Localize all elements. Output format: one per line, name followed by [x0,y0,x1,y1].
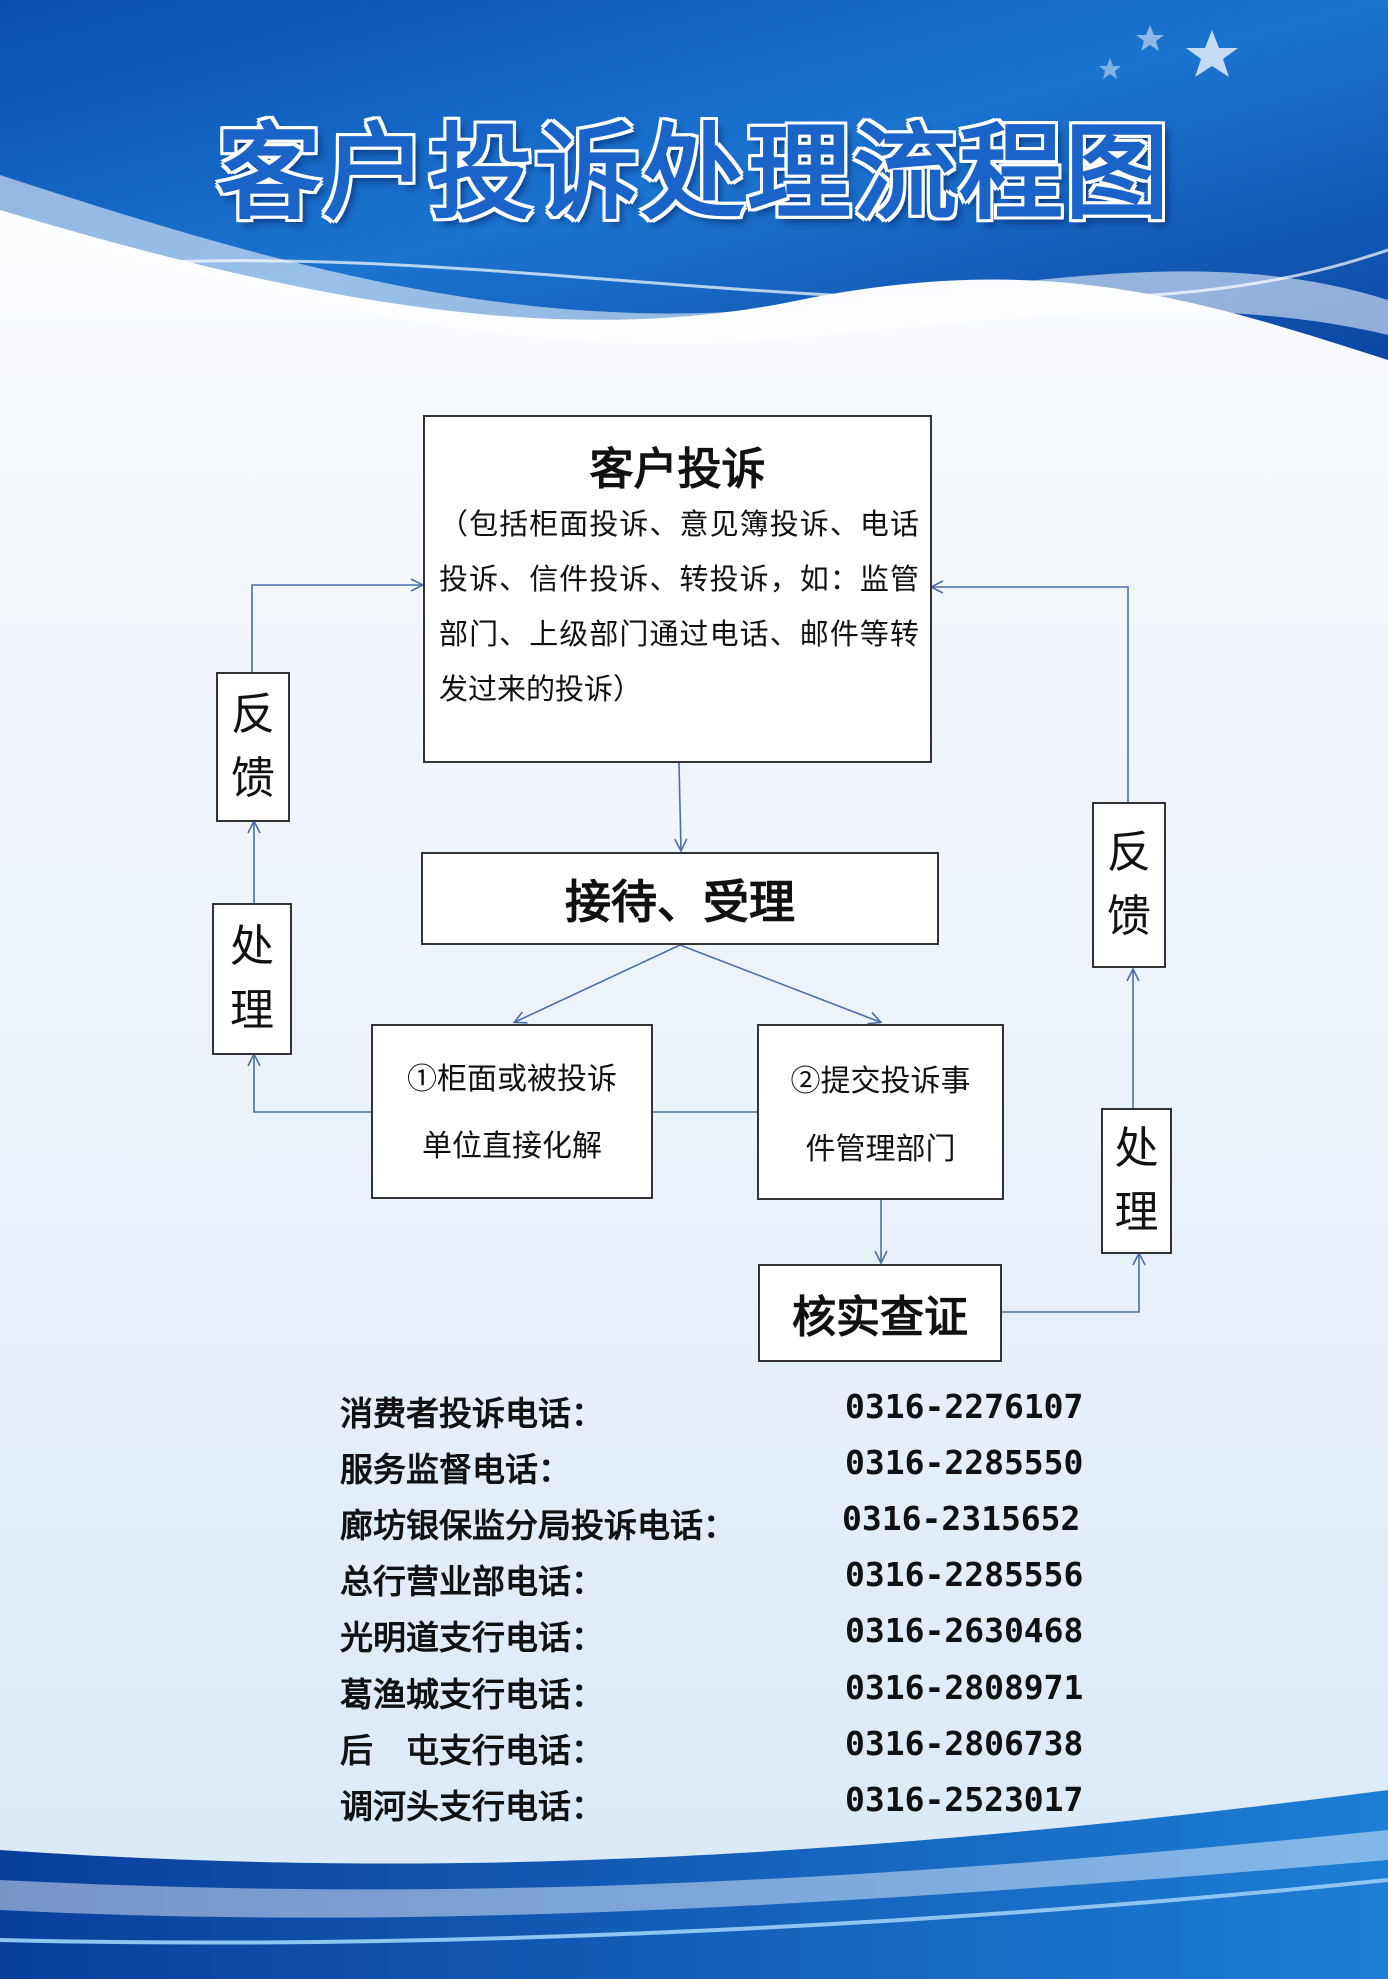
left-process-box: 处 理 [212,903,292,1055]
phone-row: 消费者投诉电话： 0316-2276107 [340,1387,1100,1437]
reception-box: 接待、受理 [421,852,939,945]
complaint-box: 客户投诉 （包括柜面投诉、意见簿投诉、电话投诉、信件投诉、转投诉，如：监管部门、… [423,415,932,763]
right-feedback-box: 反 馈 [1092,802,1166,968]
phone-label: 调河头支行电话： [340,1787,604,1826]
phone-label: 廊坊银保监分局投诉电话： [340,1506,736,1545]
phone-label: 总行营业部电话： [340,1562,604,1601]
complaint-description: （包括柜面投诉、意见簿投诉、电话投诉、信件投诉、转投诉，如：监管部门、上级部门通… [439,507,919,706]
phone-number: 0316-2285550 [845,1443,1084,1482]
option2-line1: ②提交投诉事 [790,1064,971,1099]
phone-label: 光明道支行电话： [340,1618,604,1657]
phone-row: 光明道支行电话： 0316-2630468 [340,1611,1100,1661]
phone-row: 调河头支行电话： 0316-2523017 [340,1780,1100,1830]
right-process-char1: 处 [1114,1123,1159,1174]
page-title: 客户投诉处理流程图 [216,112,1171,234]
left-process-char2: 理 [230,985,274,1036]
right-feedback-char1: 反 [1107,827,1151,878]
phone-row: 葛渔城支行电话： 0316-2808971 [340,1668,1100,1718]
phone-label: 后 屯支行电话： [340,1731,604,1770]
option2-box: ②提交投诉事 件管理部门 [757,1024,1004,1200]
phone-number: 0316-2276107 [845,1387,1084,1426]
option1-line2: 单位直接化解 [422,1129,602,1164]
phone-number: 0316-2315652 [842,1499,1081,1538]
phone-row: 总行营业部电话： 0316-2285556 [340,1555,1100,1605]
phone-number: 0316-2630468 [845,1611,1084,1650]
right-process-char2: 理 [1114,1187,1159,1238]
phone-row: 廊坊银保监分局投诉电话： 0316-2315652 [340,1499,1100,1549]
phone-number: 0316-2285556 [845,1555,1084,1594]
left-feedback-char2: 馈 [231,753,275,804]
left-feedback-char1: 反 [231,689,275,740]
phone-number: 0316-2806738 [845,1724,1084,1763]
option1-line1: ①柜面或被投诉 [407,1062,617,1097]
option1-box: ①柜面或被投诉 单位直接化解 [371,1024,653,1199]
phone-number: 0316-2808971 [845,1668,1084,1707]
left-feedback-box: 反 馈 [216,672,290,822]
phone-row: 后 屯支行电话： 0316-2806738 [340,1724,1100,1774]
phone-label: 消费者投诉电话： [340,1394,604,1433]
phone-row: 服务监督电话： 0316-2285550 [340,1443,1100,1493]
left-process-char1: 处 [230,921,274,972]
verify-box: 核实查证 [758,1264,1002,1362]
right-feedback-char2: 馈 [1107,891,1151,942]
option2-line2: 件管理部门 [805,1132,956,1167]
complaint-title: 客户投诉 [589,444,766,495]
phone-label: 服务监督电话： [340,1450,571,1489]
phone-label: 葛渔城支行电话： [340,1675,604,1714]
right-process-box: 处 理 [1101,1108,1172,1254]
phone-number: 0316-2523017 [845,1780,1084,1819]
